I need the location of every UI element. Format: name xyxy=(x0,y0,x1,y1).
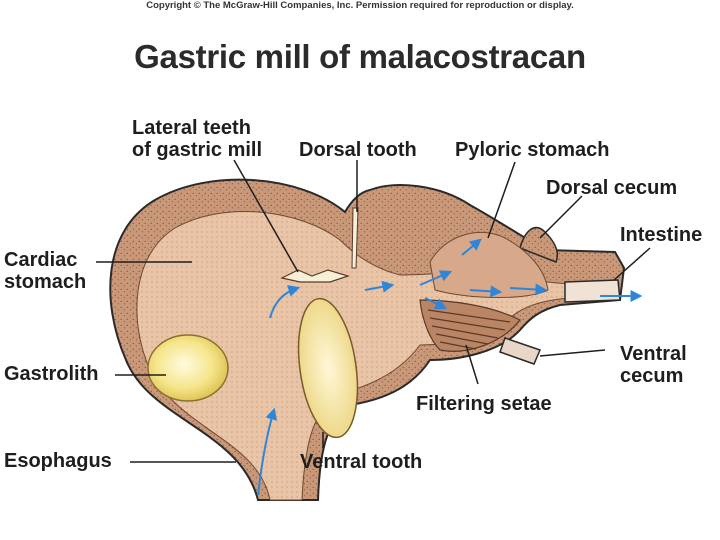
lateral-teeth-shape xyxy=(280,269,350,283)
label-esophagus: Esophagus xyxy=(4,450,112,472)
food-flow-arrows xyxy=(257,238,643,496)
label-dorsal-tooth: Dorsal tooth xyxy=(299,139,417,161)
label-ventral-cecum-line2: cecum xyxy=(620,365,684,387)
label-lateral-teeth: Lateral teeth of gastric mill xyxy=(132,117,262,161)
label-intestine: Intestine xyxy=(620,224,703,246)
label-pyloric-stomach: Pyloric stomach xyxy=(455,139,610,161)
ventral-tooth-shape xyxy=(297,297,359,439)
label-lateral-teeth-line1: Lateral teeth xyxy=(132,117,251,139)
label-filtering-setae: Filtering setae xyxy=(416,393,552,415)
leader-lines xyxy=(96,159,651,463)
pyloric-region xyxy=(429,231,549,298)
copyright-notice: Copyright © The McGraw-Hill Companies, I… xyxy=(146,0,574,11)
filtering-setae-shape xyxy=(419,299,521,352)
intestine-shape xyxy=(564,279,621,303)
ventral-cecum-shape xyxy=(499,337,542,365)
label-cardiac-stomach-line1: Cardiac xyxy=(4,249,78,271)
label-lateral-teeth-line2: of gastric mill xyxy=(132,139,263,161)
label-dorsal-cecum: Dorsal cecum xyxy=(546,177,678,199)
label-cardiac-stomach-line2: stomach xyxy=(4,271,87,293)
diagram-title: Gastric mill of malacostracan xyxy=(134,38,586,75)
label-ventral-cecum-line1: Ventral xyxy=(620,343,687,365)
label-ventral-tooth: Ventral tooth xyxy=(300,451,423,473)
label-cardiac-stomach: Cardiac stomach xyxy=(4,249,86,293)
label-ventral-cecum: Ventral cecum xyxy=(620,343,687,387)
label-gastrolith: Gastrolith xyxy=(4,363,99,385)
gastrolith-shape xyxy=(147,334,229,402)
